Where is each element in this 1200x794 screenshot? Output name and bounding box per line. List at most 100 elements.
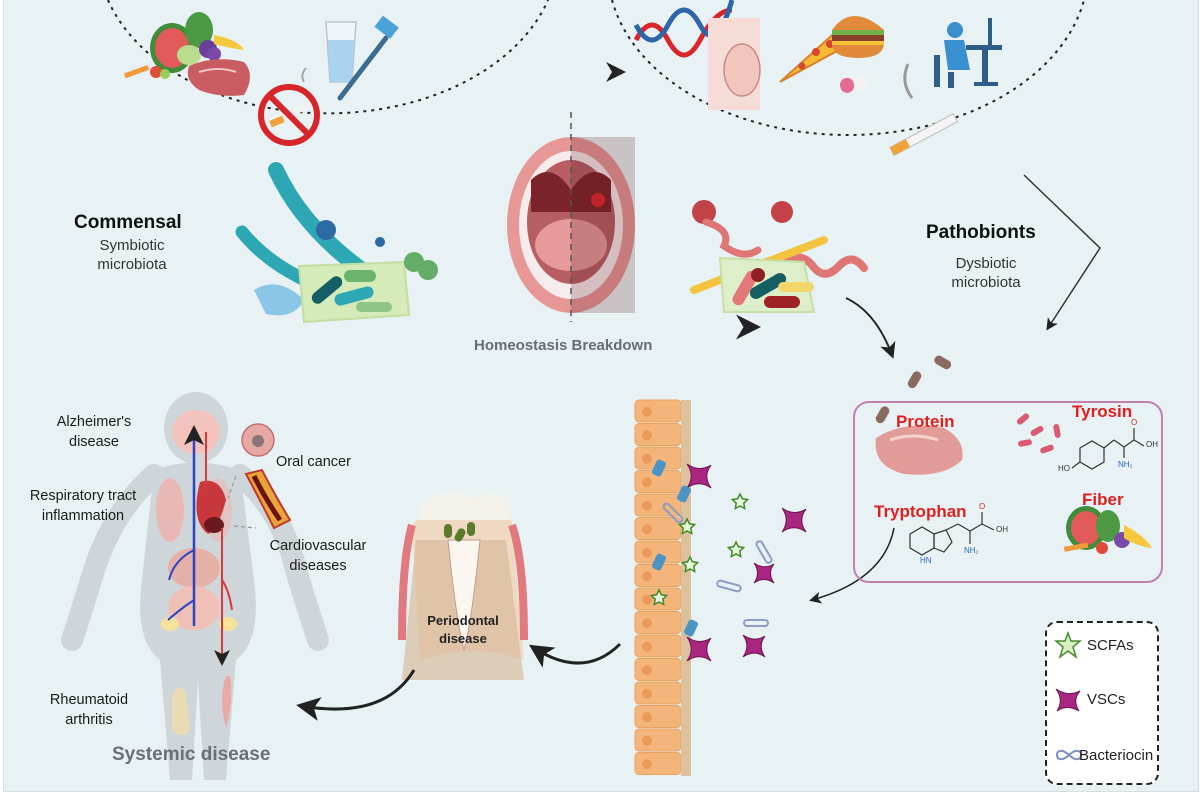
artery-plaque-icon [244,468,292,530]
tyrosine-ho-label: HO [1058,464,1070,473]
epithelium-to-periodontal-arrow [528,642,622,668]
vsc-particle [742,634,766,658]
bacteriocin-particle [743,619,769,627]
tryptophan-hn-label: HN [920,556,932,565]
risk-factors-boundary [611,0,1085,137]
water-glass-icon [325,21,357,83]
periodontal-tooth-icon [398,492,528,680]
tryptophan-o-label: O [979,502,986,511]
bacteria-group-icon [1016,413,1061,454]
scfa-particle [680,555,700,573]
cell-nucleus [642,735,652,746]
cell-nucleus [642,500,652,511]
cell-nucleus [642,430,652,441]
cell-nucleus [642,712,652,723]
protein-label: Protein [896,412,955,431]
vsc-star-icon [1055,688,1081,712]
rheumatoid-line2: arthritis [65,712,113,728]
microvilli-border [681,400,691,776]
tryptophan-structure-icon [909,512,995,556]
cell-nucleus [642,571,652,582]
tyrosin-label: Tyrosin [1072,402,1133,421]
pathobionts-title: Pathobionts [926,222,1036,243]
nutrient-metabolism-box [853,401,1163,583]
pathobionts-subtitle-line2: microbiota [951,274,1021,291]
bacteriocin-particle [755,540,773,564]
pathobionts-subtitle: Dysbiotic microbiota [936,254,1036,292]
human-body-icon [61,392,329,780]
tryptophan-nh2-label: NH₂ [964,546,979,555]
systemic-disease-title: Systemic disease [112,744,271,765]
vsc-particle [686,463,712,489]
open-mouth-icon [507,112,635,322]
cardiovascular-line2: diseases [289,558,347,574]
bacteriocin-particle [662,502,684,524]
cell-nucleus [642,641,652,652]
scfa-particle [726,540,746,558]
oral-cancer-label: Oral cancer [276,454,351,470]
pathobionts-subtitle-line1: Dysbiotic [955,255,1017,272]
pregnancy-icon [708,18,761,110]
bacteriocin-icon [1055,749,1083,761]
blue-bacterium [677,485,691,503]
epithelium-column-icon [634,399,691,776]
tryptophan-oh-label: OH [996,525,1008,534]
legend-label-scfas: SCFAs [1087,637,1134,654]
bacterium-icon [875,406,890,424]
epithelial-cell [634,752,682,775]
bacterium-icon [907,371,922,389]
epithelial-cell [634,634,682,658]
cell-nucleus [642,547,652,558]
commensal-subtitle-line1: Symbiotic [99,237,165,254]
blue-bacterium [652,459,666,477]
periodontal-line1: Periodontal [427,613,499,628]
cancer-cell-icon [241,423,275,457]
respiratory-line1: Respiratory tract [29,488,137,504]
periodontal-disease-label: Periodontal disease [408,612,518,648]
metabolites-group [649,459,807,662]
tyrosine-structure-icon [1071,428,1145,470]
figure-canvas: Commensal Symbiotic microbiota Pathobion… [3,0,1199,792]
bacteriocin-particle [716,579,742,593]
epithelial-cell [634,517,682,540]
fiber-foods-icon [1063,506,1152,554]
epithelial-cell [634,423,682,446]
epithelial-cell [634,493,682,517]
legend-item-scfas: SCFAs [1047,631,1157,661]
cell-nucleus [642,688,652,699]
commensal-title: Commensal [74,212,182,233]
tryptophan-label: Tryptophan [874,502,967,521]
tyrosine-o-label: O [1131,418,1138,427]
epithelial-cell [634,611,682,634]
risk-to-nutrient-arrow [1023,174,1101,331]
vsc-particle [753,562,775,584]
epithelial-cell [634,658,682,681]
stressed-worker-icon [934,18,1002,88]
cell-nucleus [642,759,652,770]
epithelial-cell [634,681,682,705]
meat-steak-icon [875,425,963,475]
scfa-particle [677,517,697,535]
scfa-particle [730,492,750,510]
fiber-label: Fiber [1082,490,1124,509]
pathobiont-bacteria-cluster-icon [690,200,868,313]
commensal-bacteria-cluster-icon [235,162,438,324]
pathobiont-to-metabolism-arrow [845,297,896,359]
toothbrush-icon [337,15,399,101]
commensal-subtitle: Symbiotic microbiota [82,236,182,274]
periodontal-line2: disease [439,631,487,646]
cell-nucleus [642,406,652,417]
periodontal-to-systemic-arrow [296,669,416,721]
cardiovascular-label: Cardiovascular diseases [262,536,374,576]
scfa-star-icon [1053,631,1083,659]
pill-icon [839,74,868,93]
homeostasis-breakdown-label: Homeostasis Breakdown [474,337,653,354]
alzheimers-line1: Alzheimer's [56,414,132,430]
scfa-particle [649,588,669,606]
vsc-particle [686,636,712,662]
tyrosine-oh-label: OH [1146,440,1158,449]
legend-item-vscs: VSCs [1047,685,1157,715]
epithelial-cell [634,705,682,728]
rheumatoid-label: Rheumatoid arthritis [44,690,134,730]
cell-nucleus [642,665,652,676]
